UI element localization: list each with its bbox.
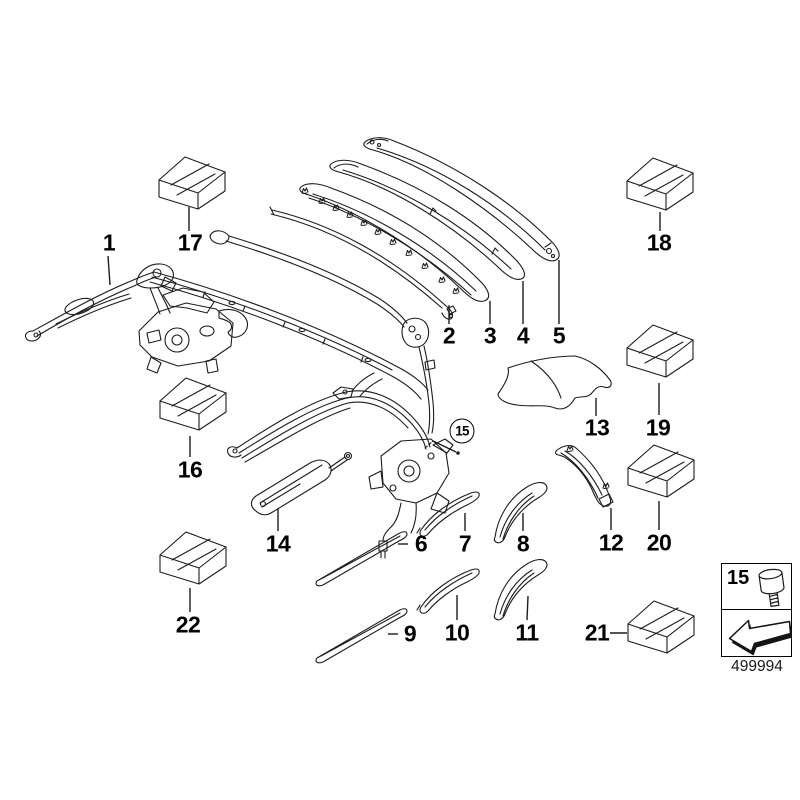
callout-9[interactable]: 9 [403, 620, 417, 647]
callout-13[interactable]: 13 [584, 414, 610, 441]
hydraulic-cylinder [250, 451, 353, 516]
fastener-position-dot [456, 451, 460, 455]
callout-15[interactable]: 15 [449, 418, 475, 444]
legend-fastener-cell: 15 [722, 564, 791, 610]
kit-box-22 [159, 531, 227, 585]
callout-8[interactable]: 8 [516, 530, 530, 557]
kit-box-21 [627, 600, 695, 654]
callout-10[interactable]: 10 [444, 619, 470, 646]
callout-20[interactable]: 20 [646, 529, 672, 556]
callout-14[interactable]: 14 [265, 530, 291, 557]
callout-11[interactable]: 11 [515, 619, 539, 646]
kit-box-17 [158, 156, 226, 210]
callout-6[interactable]: 6 [414, 530, 428, 557]
callout-22[interactable]: 22 [175, 611, 201, 638]
callout-5[interactable]: 5 [552, 322, 566, 349]
callout-16[interactable]: 16 [177, 456, 203, 483]
kit-box-19 [626, 324, 694, 378]
screw-icon [758, 568, 785, 607]
kit-box-16 [159, 377, 227, 431]
roof-frame-assembly [24, 230, 454, 559]
leader-layer [107, 207, 661, 635]
direction-arrow-icon [728, 619, 792, 656]
callout-7[interactable]: 7 [458, 530, 472, 557]
callout-2[interactable]: 2 [442, 322, 456, 349]
callout-3[interactable]: 3 [483, 322, 497, 349]
seal-strips [315, 445, 614, 664]
legend-item-number: 15 [727, 567, 750, 589]
leader-line [526, 595, 529, 621]
kit-box-20 [627, 444, 695, 498]
roof-bow-strips [269, 137, 560, 320]
callout-4[interactable]: 4 [516, 322, 530, 349]
callout-1[interactable]: 1 [102, 229, 116, 256]
callout-17[interactable]: 17 [177, 229, 203, 256]
callout-18[interactable]: 18 [646, 229, 672, 256]
leader-line [107, 255, 111, 286]
legend-card: 15 [721, 563, 792, 657]
leader-line [432, 440, 457, 453]
diagram-code: 499994 [731, 658, 783, 675]
kit-box-18 [626, 157, 694, 211]
box-layer [158, 156, 695, 654]
callout-21[interactable]: 21 [584, 619, 610, 646]
callout-19[interactable]: 19 [645, 414, 671, 441]
fabric-sheet [497, 355, 612, 410]
legend-direction-cell [722, 610, 792, 656]
callout-12[interactable]: 12 [598, 529, 624, 556]
